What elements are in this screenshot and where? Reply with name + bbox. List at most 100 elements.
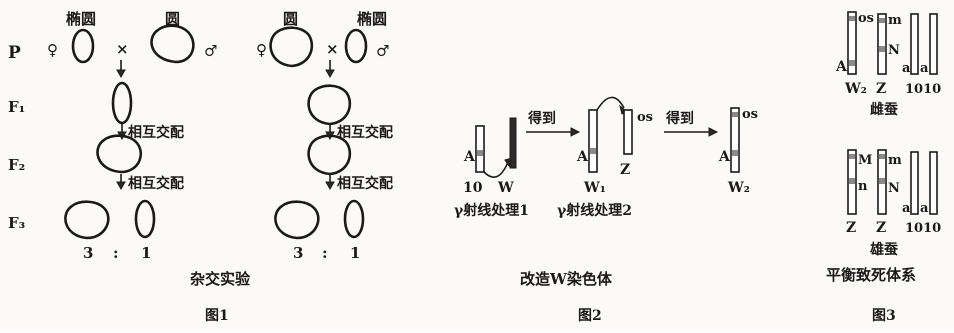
male-chromosome-10-a xyxy=(910,151,919,215)
mate-label-left-2: 相互交配 xyxy=(128,175,184,192)
row-label-f3: F₃ xyxy=(8,214,25,232)
male-symbol-left: ♂ xyxy=(204,42,217,60)
row-label-f2: F₂ xyxy=(8,156,25,174)
treatment-1: γ射线处理1 xyxy=(454,202,529,219)
mate-label-right-2: 相互交配 xyxy=(337,175,393,192)
label-w2: W₂ xyxy=(727,180,750,196)
ratio-right-3: 3 xyxy=(293,244,303,262)
cross-symbol-right: × xyxy=(326,40,339,58)
figure-2-w-chromosome: A 10 W γ射线处理1 得到 A os W₁ Z γ射线处理2 得到 os … xyxy=(454,96,758,324)
obtain-arrow-head-2 xyxy=(708,127,719,137)
arrow-head-right-1 xyxy=(325,69,335,79)
male-label-1010: 1010 xyxy=(905,221,941,236)
ratio-right-1: 1 xyxy=(350,244,360,262)
figure-1-label: 图1 xyxy=(205,308,229,324)
female-label-os: os xyxy=(858,11,874,26)
header-round-right: 圆 xyxy=(283,10,298,28)
translocation-arrow-1 xyxy=(483,161,509,178)
figure-1-caption: 杂交实验 xyxy=(190,270,251,288)
male-label-a1: a xyxy=(902,201,911,216)
male-label-z1: Z xyxy=(846,220,856,236)
round-cocoon-p-right xyxy=(269,26,314,68)
female-label-1010: 1010 xyxy=(905,82,941,97)
cross-symbol-left: × xyxy=(116,40,129,58)
mate-label-left-1: 相互交配 xyxy=(128,124,184,141)
label-os-1: os xyxy=(637,110,653,125)
female-w2-a-band xyxy=(849,60,855,66)
ratio-left-3: 3 xyxy=(83,244,93,262)
chromosome-w1-band xyxy=(590,148,596,154)
male-label-N: N xyxy=(888,181,900,196)
female-label-n: N xyxy=(888,43,900,58)
male-z2-m-band xyxy=(879,154,885,159)
female-z-m-band xyxy=(879,18,885,23)
female-caption: 雌蚕 xyxy=(870,101,899,118)
female-chromosome-w2 xyxy=(847,11,857,75)
label-a-1: A xyxy=(463,149,476,165)
figure-2-caption: 改造W染色体 xyxy=(520,270,613,288)
label-a-3: A xyxy=(718,149,731,165)
male-z1-n-band xyxy=(849,178,855,184)
round-cocoon-f2-right xyxy=(307,134,352,176)
figure-3-balanced-lethal-system: os A m N a a W₂ Z 1010 雌蚕 M n m N a a Z … xyxy=(826,11,941,324)
row-label-f1: F₁ xyxy=(8,98,25,116)
male-label-z2: Z xyxy=(876,220,886,236)
female-label-a: A xyxy=(835,59,848,75)
female-symbol-right: ♀ xyxy=(256,41,267,59)
round-cocoon-f3-right xyxy=(274,200,320,240)
header-round-mid: 圆 xyxy=(165,10,180,28)
round-cocoon-p-mid xyxy=(150,24,195,64)
ratio-left-colon: : xyxy=(113,244,119,262)
figure-2-label: 图2 xyxy=(578,308,602,324)
label-a-2: A xyxy=(576,149,589,165)
female-label-z: Z xyxy=(876,81,886,97)
male-symbol-right: ♂ xyxy=(376,42,389,60)
label-os-2: os xyxy=(742,107,758,122)
label-10: 10 xyxy=(463,180,483,196)
female-w2-os-band xyxy=(849,16,855,21)
label-w: W xyxy=(497,180,514,196)
round-cocoon-f1-right xyxy=(307,84,352,126)
header-oval-left: 椭圆 xyxy=(66,10,96,28)
chromosome-w2-os-band xyxy=(732,112,738,117)
figure-1-cross-experiment: P F₁ F₂ F₃ 椭圆 圆 圆 椭圆 ♀ × ♂ 相互交配 相互交配 3 :… xyxy=(8,10,393,324)
treatment-2: γ射线处理2 xyxy=(557,202,632,219)
female-chromosome-z xyxy=(877,13,887,75)
male-chromosome-10-b xyxy=(929,151,938,215)
oval-cocoon-f1-left xyxy=(111,81,133,125)
female-symbol-left: ♀ xyxy=(47,41,58,59)
translocation-arrow-2 xyxy=(596,96,625,111)
male-label-a2: a xyxy=(920,201,929,216)
chromosome-w2 xyxy=(730,107,740,173)
ratio-left-1: 1 xyxy=(141,244,151,262)
oval-cocoon-f3-left xyxy=(134,199,156,239)
arrow-label-2: 得到 xyxy=(665,110,694,127)
oval-cocoon-p-left xyxy=(71,28,95,64)
ratio-right-colon: : xyxy=(322,244,328,262)
male-label-n: n xyxy=(858,179,868,194)
row-label-p: P xyxy=(8,43,21,63)
chromosome-w1 xyxy=(588,109,598,173)
male-label-M: M xyxy=(858,153,872,168)
female-label-a2: a xyxy=(920,61,929,76)
chromosome-z xyxy=(623,109,633,155)
oval-cocoon-f3-right xyxy=(343,199,365,239)
female-chromosome-10-a xyxy=(910,13,919,75)
obtain-arrow-head-1 xyxy=(570,127,581,137)
male-z1-M-band xyxy=(849,154,855,159)
arrow-head-right-3 xyxy=(325,181,335,191)
label-z: Z xyxy=(620,162,630,178)
female-chromosome-10-b xyxy=(929,13,938,75)
arrow-head-left-1 xyxy=(116,69,126,79)
female-label-w2: W₂ xyxy=(844,81,867,97)
round-cocoon-f2-left xyxy=(96,134,142,174)
male-label-m: m xyxy=(888,153,902,168)
chromosome-10-a xyxy=(475,125,485,173)
male-caption: 雄蚕 xyxy=(869,241,899,258)
chromosome-10-a-band xyxy=(477,150,483,156)
mate-label-right-1: 相互交配 xyxy=(337,124,393,141)
arrow-label-1: 得到 xyxy=(527,110,556,127)
female-label-m: m xyxy=(888,13,902,28)
